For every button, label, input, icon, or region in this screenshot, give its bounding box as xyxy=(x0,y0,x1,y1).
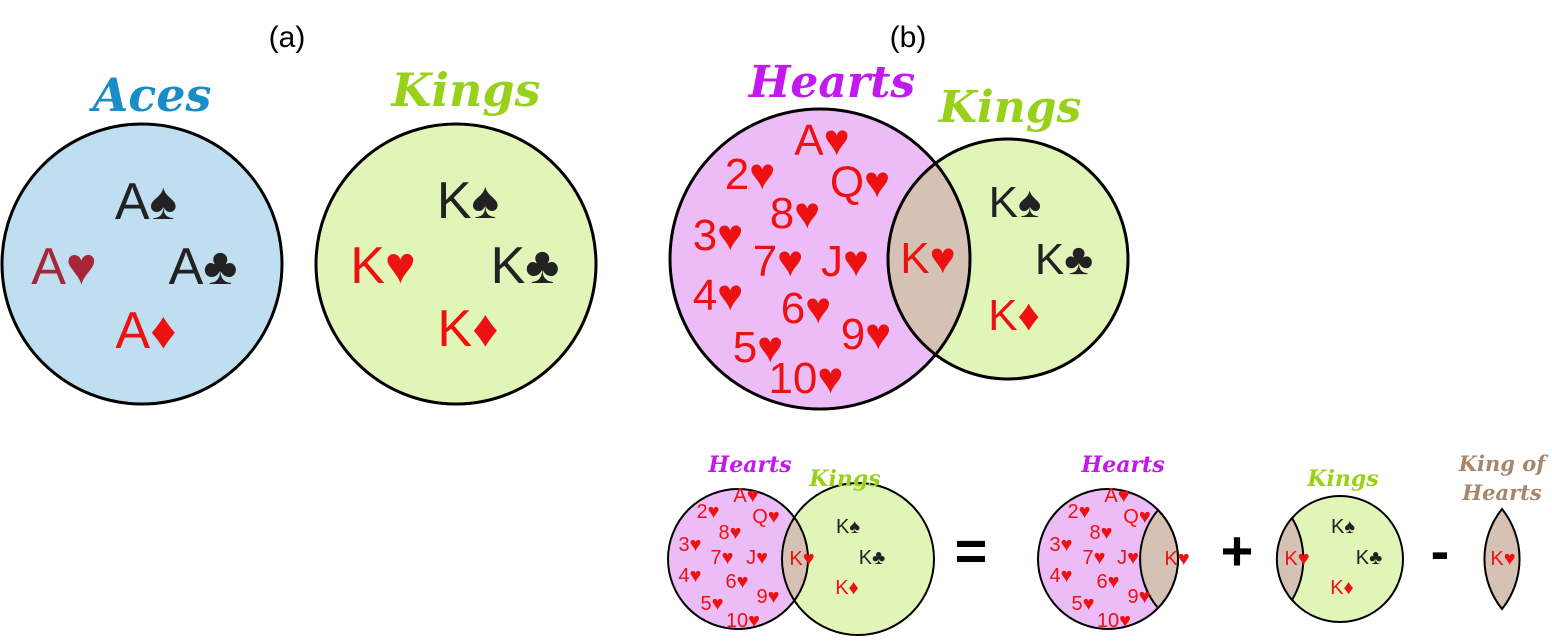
kings-title-a: Kings xyxy=(390,63,541,117)
equation-hearts-set: Hearts A♥ 2♥ Q♥ 8♥ 3♥ 7♥ J♥ 4♥ 6♥ 5♥ 9♥ … xyxy=(1037,452,1190,632)
eq-card-king-spades: K♠ xyxy=(836,516,860,538)
eq-kings-circle xyxy=(782,483,934,635)
plus-sign: + xyxy=(1221,519,1254,582)
equation-kings-set: Kings K♥ K♠ K♣ K♦ xyxy=(1275,466,1404,623)
eq3-kings-title: Kings xyxy=(1306,466,1378,492)
aces-circle xyxy=(0,122,284,406)
eq-hearts-outline xyxy=(667,488,809,630)
eq-kings-outline xyxy=(781,482,935,636)
card-king-spades-b: K♠ xyxy=(989,178,1042,227)
kings-circle-a xyxy=(314,122,598,406)
eq-card-king-hearts: K♥ xyxy=(789,548,814,570)
card-hearts-A: A♥ xyxy=(794,116,849,165)
card-hearts-2: 2♥ xyxy=(725,150,776,199)
card-king-clubs-a: K♣ xyxy=(491,237,560,295)
panel-a-label: (a) xyxy=(269,21,306,54)
eq2-card-hearts-3: 3♥ xyxy=(1050,534,1073,556)
card-king-hearts-shared: K♥ xyxy=(900,234,955,283)
eq2-card-hearts-7: 7♥ xyxy=(1083,547,1106,569)
eq2-card-hearts-6: 6♥ xyxy=(1097,571,1120,593)
card-hearts-5: 5♥ xyxy=(733,323,784,372)
eq-card-king-clubs: K♣ xyxy=(859,547,885,569)
card-hearts-10: 10♥ xyxy=(768,354,843,403)
eq-hearts-circle xyxy=(668,489,808,629)
card-hearts-J: J♥ xyxy=(821,237,869,286)
eq-card-hearts-10: 10♥ xyxy=(726,610,760,632)
eq-card-hearts-J: J♥ xyxy=(746,547,768,569)
eq2-card-hearts-5: 5♥ xyxy=(1072,593,1095,615)
eq-card-hearts-4: 4♥ xyxy=(679,565,702,587)
kings-title-b: Kings xyxy=(937,82,1081,133)
eq-kings-title: Kings xyxy=(808,466,880,492)
eq4-title-line1: King of xyxy=(1458,451,1549,476)
eq2-card-hearts-10: 10♥ xyxy=(1097,610,1131,632)
eq2-card-hearts-9: 9♥ xyxy=(1128,586,1151,608)
eq-card-hearts-8: 8♥ xyxy=(719,522,742,544)
eq-hearts-title: Hearts xyxy=(707,452,791,478)
eq3-overlap-lens xyxy=(1275,516,1305,602)
eq3-card-king-hearts: K♥ xyxy=(1284,548,1309,570)
equals-sign: = xyxy=(955,519,988,582)
eq2-card-hearts-2: 2♥ xyxy=(1068,501,1091,523)
eq2-overlap-lens xyxy=(1139,508,1180,610)
eq4-card-king-hearts: K♥ xyxy=(1490,548,1515,570)
eq3-card-king-spades: K♠ xyxy=(1331,516,1355,538)
minus-sign: - xyxy=(1431,519,1450,582)
equation-king-of-hearts: King of Hearts K♥ xyxy=(1458,451,1549,611)
eq-card-hearts-7: 7♥ xyxy=(711,547,734,569)
card-hearts-6: 6♥ xyxy=(781,284,832,333)
card-king-clubs-b: K♣ xyxy=(1035,235,1093,284)
panel-b-label: (b) xyxy=(890,21,927,54)
card-king-spades-a: K♠ xyxy=(437,172,499,230)
card-ace-spades: A♠ xyxy=(115,173,177,231)
eq-card-hearts-2: 2♥ xyxy=(697,501,720,523)
eq3-card-king-diamonds: K♦ xyxy=(1330,577,1354,599)
equation-union-venn: Hearts Kings A♥ 2♥ Q♥ 8♥ 3♥ 7♥ J♥ 4♥ 6♥ … xyxy=(667,452,935,636)
eq-card-hearts-5: 5♥ xyxy=(701,593,724,615)
eq-card-hearts-6: 6♥ xyxy=(726,571,749,593)
card-hearts-8: 8♥ xyxy=(770,189,821,238)
card-hearts-Q: Q♥ xyxy=(830,158,890,207)
eq-card-king-diamonds: K♦ xyxy=(835,577,859,599)
kings-set-a: Kings K♠ K♥ K♣ K♦ xyxy=(314,63,598,406)
card-ace-clubs: A♣ xyxy=(169,238,238,296)
eq2-card-hearts-8: 8♥ xyxy=(1090,522,1113,544)
card-ace-hearts: A♥ xyxy=(31,238,97,296)
card-king-hearts-a: K♥ xyxy=(350,237,416,295)
hearts-kings-venn: Hearts Kings A♥ 2♥ Q♥ 8♥ 3♥ 7♥ J♥ 4♥ 6♥ … xyxy=(668,57,1130,411)
hearts-title: Hearts xyxy=(747,57,915,108)
eq2-card-hearts-Q: Q♥ xyxy=(1123,506,1150,528)
eq3-card-king-clubs: K♣ xyxy=(1356,547,1382,569)
card-ace-diamonds: A♦ xyxy=(115,302,176,360)
hearts-circle-outline xyxy=(668,107,972,411)
card-king-diamonds-b: K♦ xyxy=(988,291,1040,340)
card-hearts-7: 7♥ xyxy=(753,237,804,286)
eq2-hearts-title: Hearts xyxy=(1080,452,1164,478)
aces-title: Aces xyxy=(89,68,212,122)
eq-card-hearts-Q: Q♥ xyxy=(752,506,779,528)
eq2-card-king-hearts: K♥ xyxy=(1164,548,1189,570)
card-hearts-3: 3♥ xyxy=(693,211,744,260)
aces-set: Aces A♠ A♥ A♣ A♦ xyxy=(0,68,284,406)
eq-card-hearts-9: 9♥ xyxy=(757,586,780,608)
card-hearts-9: 9♥ xyxy=(841,310,892,359)
eq4-lens xyxy=(1483,507,1521,611)
eq2-card-hearts-4: 4♥ xyxy=(1050,565,1073,587)
card-king-diamonds-a: K♦ xyxy=(437,300,498,358)
card-hearts-4: 4♥ xyxy=(693,271,744,320)
eq4-title-line2: Hearts xyxy=(1461,480,1542,505)
kings-circle-b-outline xyxy=(886,137,1130,381)
eq2-card-hearts-A: A♥ xyxy=(1104,485,1129,507)
eq-card-hearts-3: 3♥ xyxy=(679,534,702,556)
eq-card-hearts-A: A♥ xyxy=(733,485,758,507)
hearts-circle xyxy=(670,109,970,409)
eq2-card-hearts-J: J♥ xyxy=(1117,547,1139,569)
